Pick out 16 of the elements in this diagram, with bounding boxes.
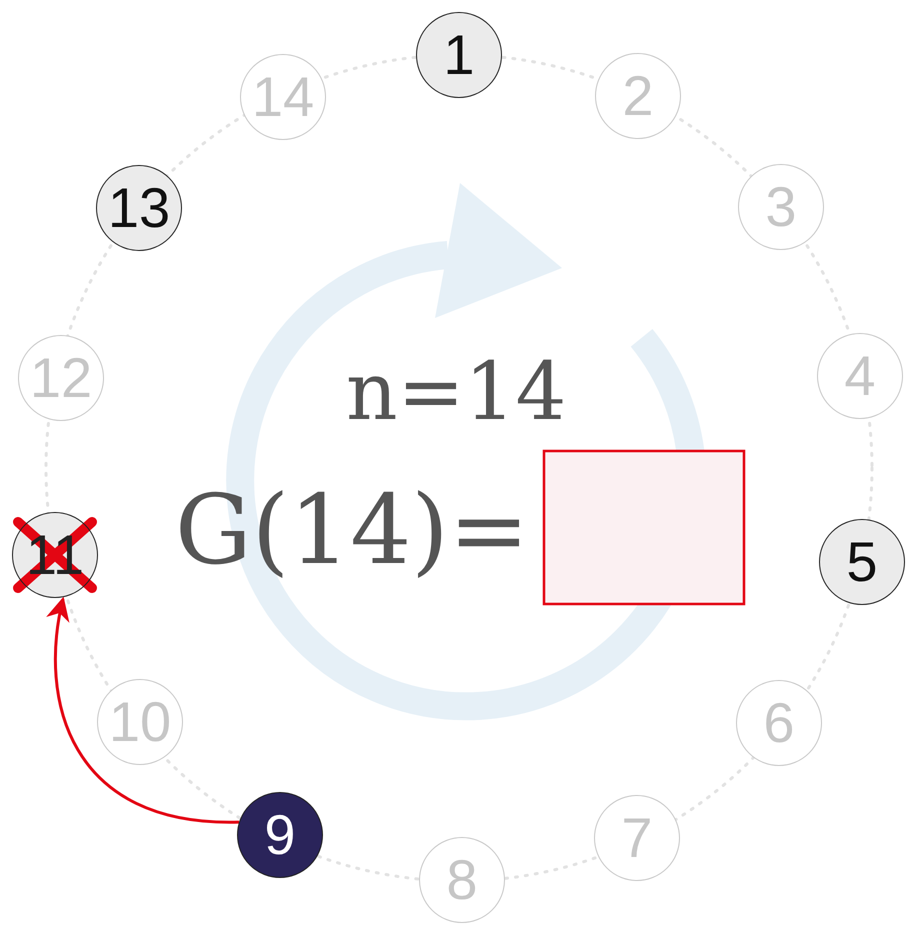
formula-text: G(14)= xyxy=(175,482,530,578)
arrow xyxy=(47,596,240,824)
number-circle: 7 xyxy=(594,795,680,881)
number-circle: 12 xyxy=(18,335,104,421)
number-circle: 9 xyxy=(237,792,323,878)
number-circle: 8 xyxy=(419,837,505,923)
number-circle: 1 xyxy=(416,12,502,98)
number-circle: 3 xyxy=(738,164,824,250)
number-circle: 13 xyxy=(96,165,182,251)
number-circle: 5 xyxy=(819,519,905,605)
number-circle: 2 xyxy=(595,53,681,139)
number-circle: 6 xyxy=(736,680,822,766)
number-circle: 4 xyxy=(817,333,903,419)
number-circle: 10 xyxy=(97,679,183,765)
number-circle: 14 xyxy=(240,54,326,140)
formula-text: n=14 xyxy=(346,352,566,432)
